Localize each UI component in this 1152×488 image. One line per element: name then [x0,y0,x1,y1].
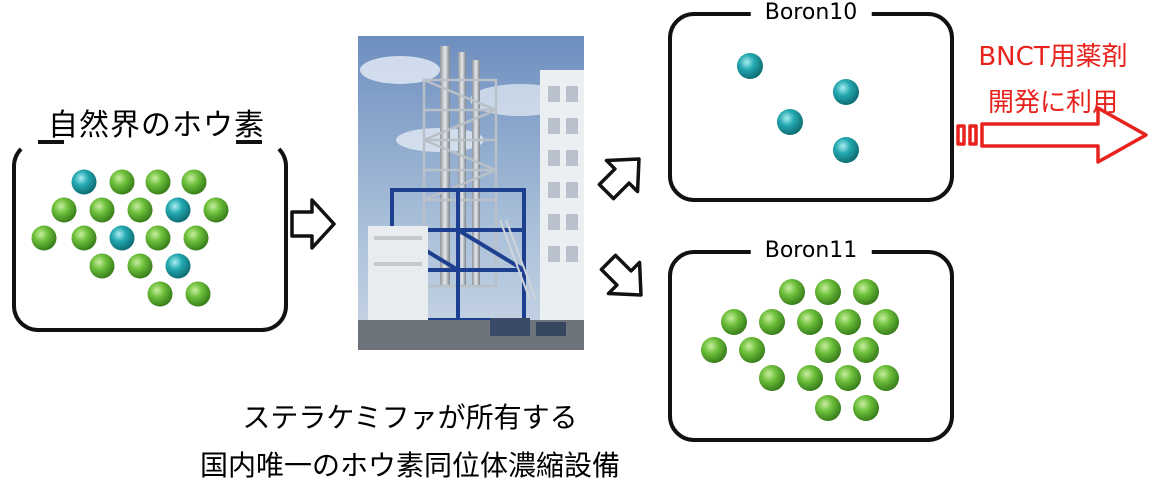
green-atom [127,197,153,223]
right-arrow-icon [290,198,336,250]
green-atom [873,365,899,391]
down-right-arrow-icon [599,253,643,297]
teal-atom [777,109,803,135]
green-atom [759,365,785,391]
bnct-text: BNCT用薬剤 開発に利用 [958,34,1148,126]
green-atom [739,337,765,363]
teal-atom [165,197,191,223]
teal-atom [737,53,763,79]
boron10-container: Boron10 [668,0,954,202]
bnct-line-1: BNCT用薬剤 [978,42,1128,72]
bnct-arrow-icon [956,106,1148,164]
teal-atom [165,253,191,279]
green-atom [853,395,879,421]
boron10-label: Boron10 [750,0,872,25]
green-atom [797,309,823,335]
green-atom [147,281,173,307]
teal-atom [109,225,135,251]
green-atom [127,253,153,279]
green-atom [759,309,785,335]
up-right-arrow-icon [597,157,641,201]
green-atom [183,225,209,251]
green-atom [181,169,207,195]
boron11-label: Boron11 [750,238,872,263]
green-atom [835,365,861,391]
green-atom [853,337,879,363]
isotope-enrichment-facility-photo [358,36,584,350]
boron10-atoms [737,53,859,163]
green-atom [203,197,229,223]
teal-atom [833,137,859,163]
green-atom [779,279,805,305]
green-atom [89,253,115,279]
green-atom [109,169,135,195]
green-atom [31,225,57,251]
green-atom [145,169,171,195]
green-atom [815,337,841,363]
green-atom [873,309,899,335]
green-atom [815,395,841,421]
green-atom [721,309,747,335]
boron11-atoms [701,279,899,421]
green-atom [701,337,727,363]
caption-line-1: ステラケミファが所有する [242,401,578,434]
boron11-container: Boron11 [668,238,954,442]
caption-line-2: 国内唯一のホウ素同位体濃縮設備 [199,449,620,482]
green-atom [853,279,879,305]
teal-atom [71,169,97,195]
green-atom [71,225,97,251]
green-atom [815,279,841,305]
teal-atom [833,79,859,105]
green-atom [145,225,171,251]
natural-boron-title: 自然界のホウ素 [48,108,265,143]
green-atom [89,197,115,223]
natural-boron-atoms [31,169,229,307]
green-atom [797,365,823,391]
green-atom [185,281,211,307]
green-atom [835,309,861,335]
green-atom [51,197,77,223]
